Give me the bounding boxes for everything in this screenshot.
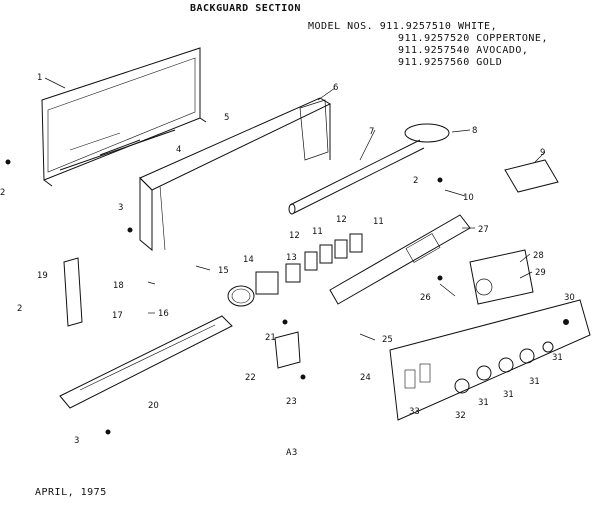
- callout-23: 23: [286, 397, 297, 407]
- part-switches: [285, 233, 363, 283]
- publication-date: APRIL, 1975: [35, 487, 107, 498]
- part-bracket: [329, 214, 471, 305]
- callout-25: 25: [382, 335, 393, 345]
- callout-24: 24: [360, 373, 371, 383]
- callout-29: 29: [535, 268, 546, 278]
- callout-31: 31: [552, 353, 563, 363]
- callout-leaders: [44, 77, 546, 341]
- callout-7: 7: [369, 127, 374, 137]
- part-label-plate: [504, 159, 559, 193]
- callout-11b: 11: [312, 227, 323, 237]
- callout-11: 11: [373, 217, 384, 227]
- page-number: A3: [286, 448, 298, 458]
- callout-2b: 2: [413, 176, 418, 186]
- callout-14: 14: [243, 255, 254, 265]
- part-timer: [255, 271, 279, 295]
- callout-1: 1: [37, 73, 42, 83]
- callout-15: 15: [218, 266, 229, 276]
- callout-20: 20: [148, 401, 159, 411]
- callout-31c: 31: [503, 390, 514, 400]
- screws: [5, 159, 569, 435]
- part-control-panel: [389, 249, 591, 421]
- part-back-panel: [41, 47, 207, 187]
- callout-32: 32: [455, 411, 466, 421]
- part-wire-coil: [227, 285, 255, 307]
- callout-2c: 2: [17, 304, 22, 314]
- model-line-1: MODEL NOS. 911.9257510 WHITE,: [308, 21, 498, 32]
- part-lamp: [404, 123, 450, 143]
- callout-22: 22: [245, 373, 256, 383]
- callout-6: 6: [333, 83, 338, 93]
- callout-16: 16: [158, 309, 169, 319]
- callout-5: 5: [224, 113, 229, 123]
- part-trim-strip: [59, 315, 233, 409]
- diagram-title: BACKGUARD SECTION: [190, 3, 301, 14]
- callout-9: 9: [540, 148, 545, 158]
- callout-10: 10: [463, 193, 474, 203]
- model-line-2: 911.9257520 COPPERTONE,: [398, 33, 548, 44]
- callout-13: 13: [286, 253, 297, 263]
- callout-26: 26: [420, 293, 431, 303]
- callout-21: 21: [265, 333, 276, 343]
- callout-2: 2: [0, 188, 5, 198]
- callout-18: 18: [113, 281, 124, 291]
- callout-3: 3: [118, 203, 123, 213]
- callout-31b: 31: [529, 377, 540, 387]
- model-line-3: 911.9257540 AVOCADO,: [398, 45, 529, 56]
- callout-31d: 31: [478, 398, 489, 408]
- model-numbers: MODEL NOS. 911.9257510 WHITE, 911.925752…: [308, 22, 547, 72]
- callout-28: 28: [533, 251, 544, 261]
- callout-8: 8: [472, 126, 477, 136]
- callout-27: 27: [478, 225, 489, 235]
- part-backguard-panel: [139, 97, 332, 252]
- callout-30: 30: [564, 293, 575, 303]
- part-side-bracket: [63, 257, 83, 327]
- callout-12b: 12: [289, 231, 300, 241]
- callout-labels: 1 2 2 2 3 3 4 5 6 7 8 9 10 11 11 12 12 1…: [0, 73, 575, 446]
- callout-33: 33: [409, 407, 420, 417]
- part-small-plate: [274, 331, 301, 369]
- model-line-4: 911.9257560 GOLD: [398, 57, 503, 68]
- callout-3b: 3: [74, 436, 79, 446]
- part-tube: [288, 139, 425, 215]
- callout-4: 4: [176, 145, 181, 155]
- callout-17: 17: [112, 311, 123, 321]
- callout-19: 19: [37, 271, 48, 281]
- callout-12: 12: [336, 215, 347, 225]
